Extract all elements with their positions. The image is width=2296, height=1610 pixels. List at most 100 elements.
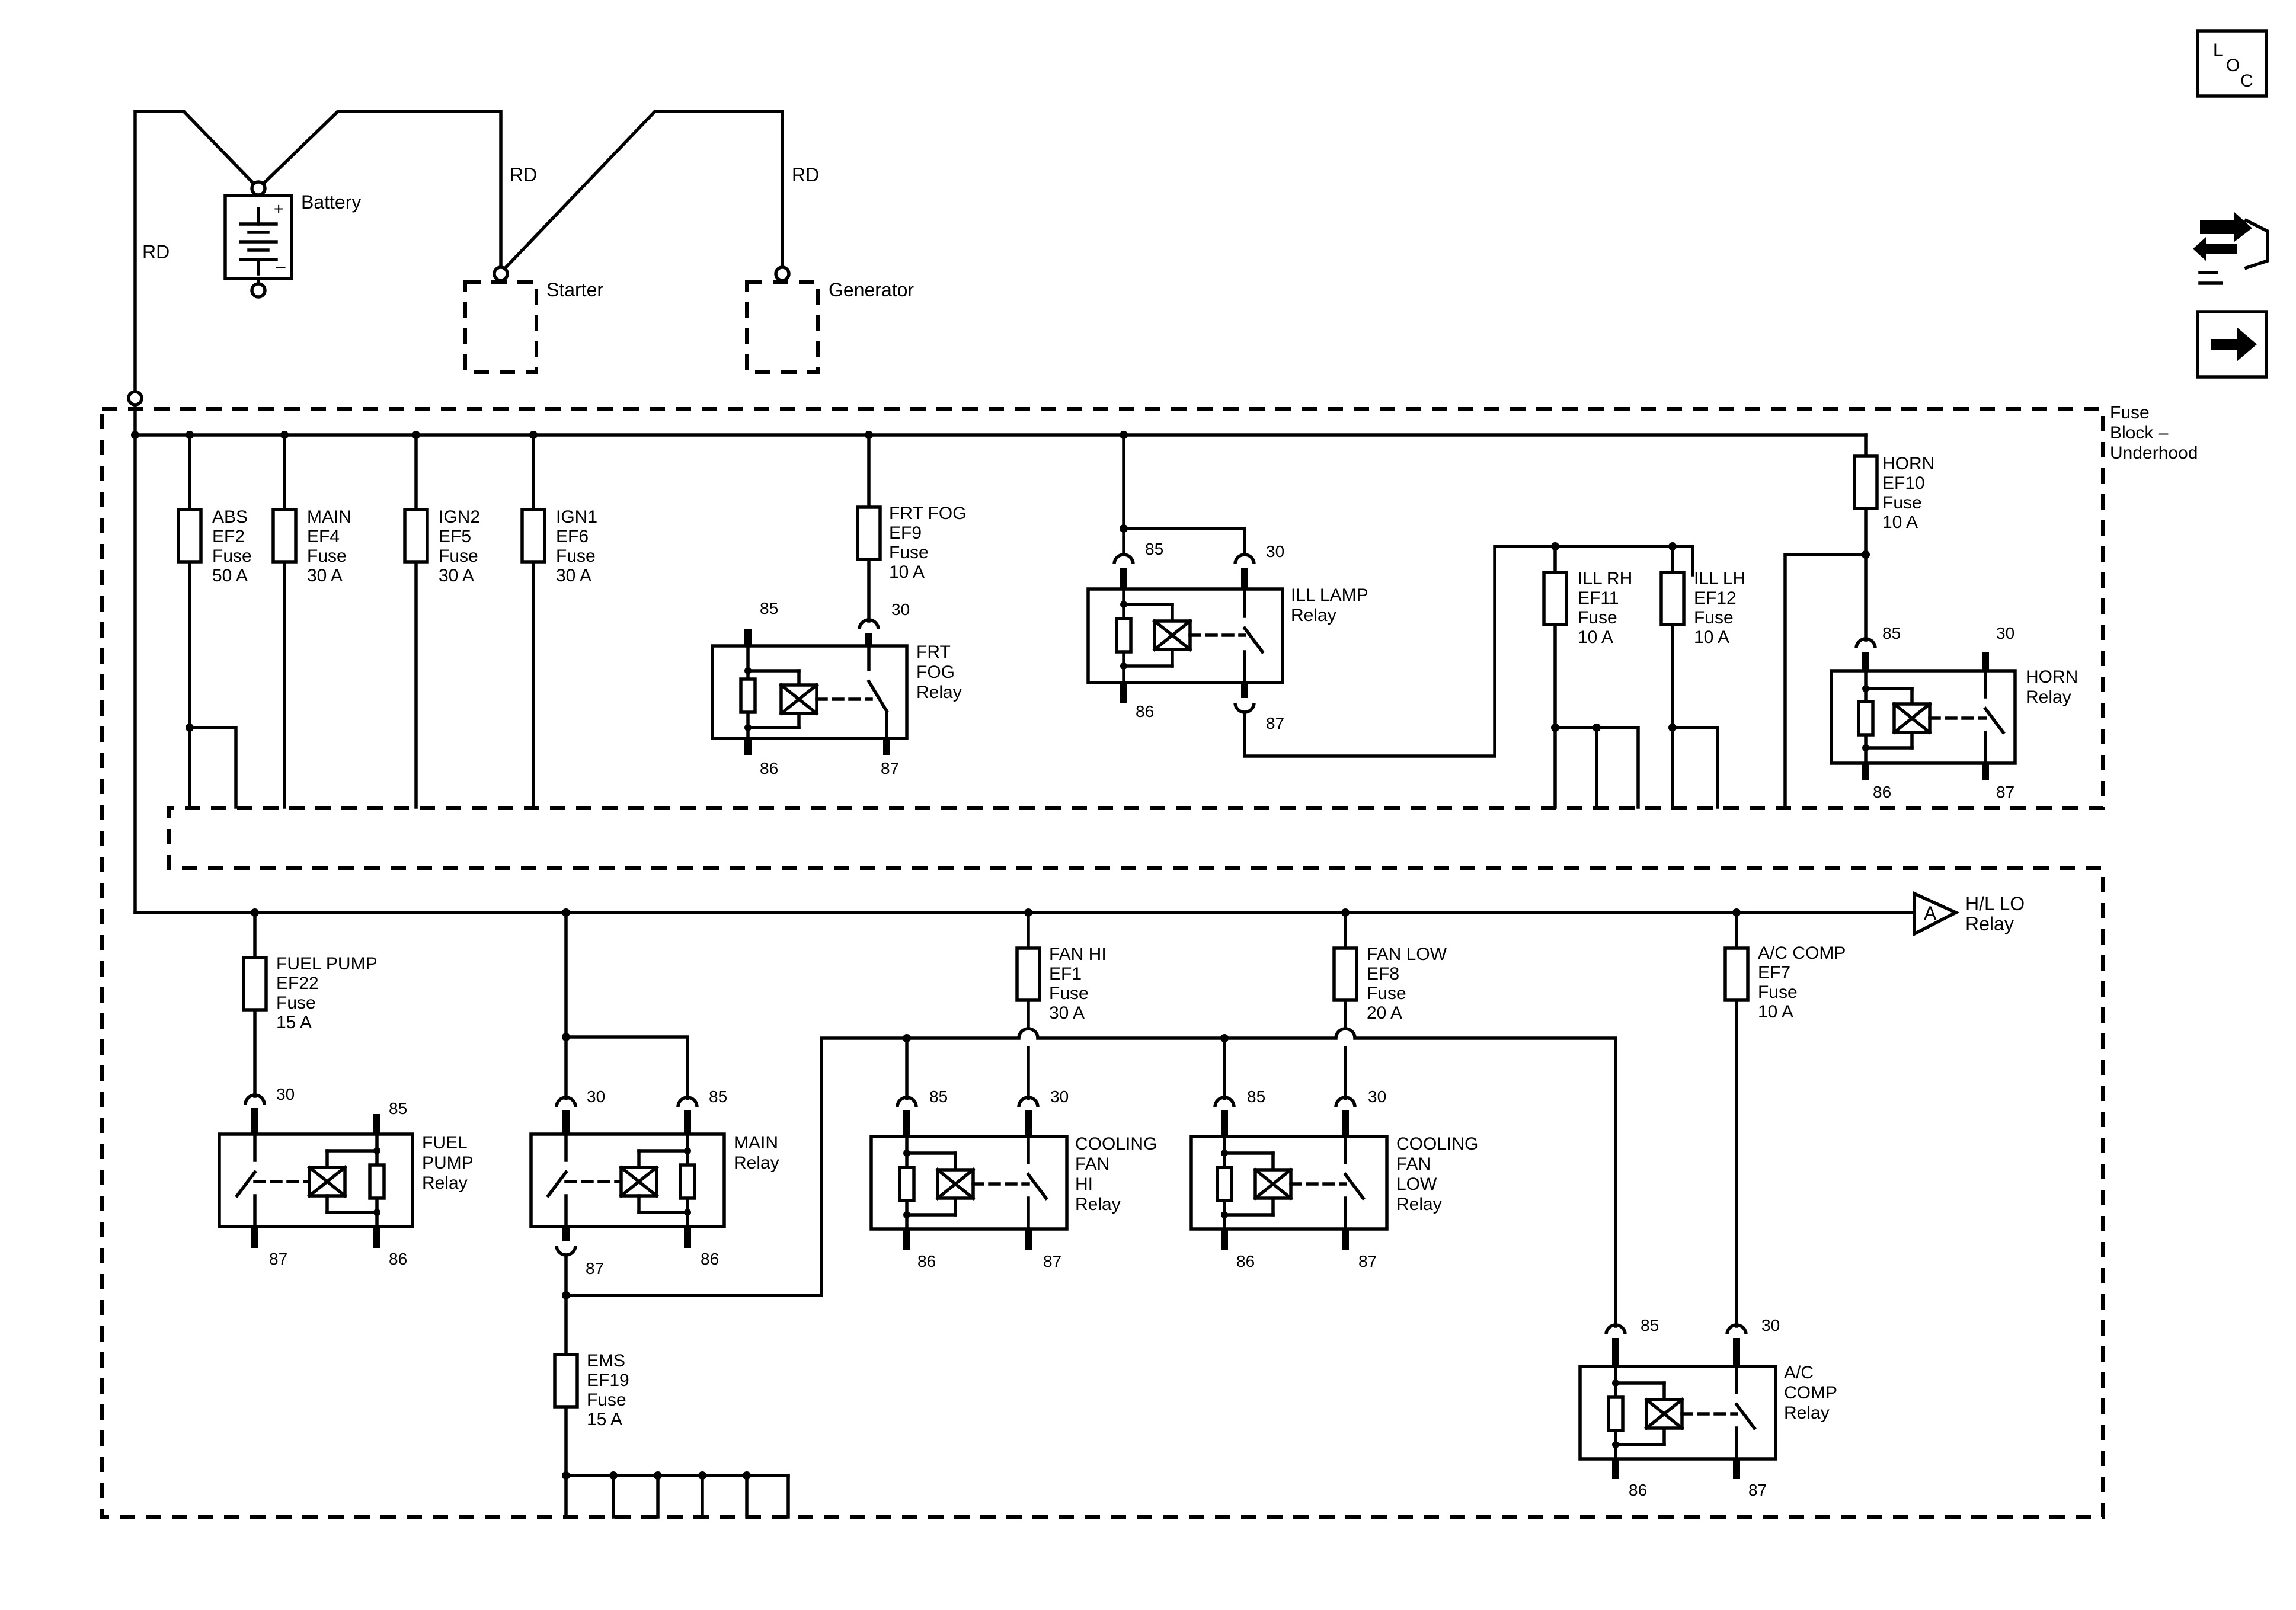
relay-horn <box>1830 637 2017 780</box>
fuse-abs-id: EF2 <box>212 527 245 546</box>
fuse-ill-lh-id: EF12 <box>1694 588 1737 608</box>
ac-comp-pin-85: 85 <box>1641 1316 1659 1334</box>
fuse-ign2-type: Fuse <box>439 546 478 566</box>
ill-lamp-pin-85: 85 <box>1145 540 1163 558</box>
loc-letter-l: L <box>2213 40 2223 60</box>
main-pin-85: 85 <box>709 1087 727 1106</box>
fuse-main-type: Fuse <box>307 546 347 566</box>
fuse-ill-rh-id: EF11 <box>1578 588 1619 608</box>
fuse-ac-comp-id: EF7 <box>1758 963 1790 982</box>
fuse-main-rating: 30 A <box>307 566 343 585</box>
next-arrow-icon[interactable] <box>2196 310 2268 379</box>
cooling-hi-pin-86: 86 <box>917 1252 936 1270</box>
fuse-fuel-pump-rating: 15 A <box>276 1013 312 1032</box>
fuse-ign2-name: IGN2 <box>439 507 480 527</box>
connector-label-2: Relay <box>1965 913 2014 934</box>
fuse-block-label-3: Underhood <box>2110 443 2198 463</box>
fuse-ems-type: Fuse <box>587 1390 626 1410</box>
horn-pin-30: 30 <box>1996 624 2014 642</box>
relay-cooling-fan-low <box>1189 1034 1389 1250</box>
fuel-pump-pin-85: 85 <box>389 1099 407 1118</box>
connector-view-icon[interactable] <box>2193 212 2269 285</box>
wire-color-starter: RD <box>510 164 537 185</box>
relay-frt-fog <box>711 618 909 755</box>
fuse-horn-name: HORN <box>1882 454 1934 473</box>
fuse-ems <box>553 1353 790 1519</box>
fuse-ill-lh <box>1659 542 1719 809</box>
fuse-fan-hi-type: Fuse <box>1049 984 1089 1003</box>
horn-pin-85: 85 <box>1882 624 1901 642</box>
fuse-frt-fog <box>856 433 882 623</box>
relay-ac-comp-label-2: COMP <box>1784 1383 1837 1403</box>
frt-fog-pin-85: 85 <box>760 599 778 617</box>
fuse-ill-lh-name: ILL LH <box>1694 569 1745 588</box>
fuse-fuel-pump-name: FUEL PUMP <box>276 954 378 974</box>
wire-color-battery: RD <box>142 241 170 263</box>
battery-feed-wires <box>133 110 784 399</box>
ill-lamp-pin-86: 86 <box>1136 702 1154 721</box>
fuse-ac-comp-type: Fuse <box>1758 982 1798 1002</box>
fuse-fan-low-type: Fuse <box>1367 984 1406 1003</box>
fuse-ill-rh <box>1542 542 1640 809</box>
main-bus-wires <box>133 404 1916 914</box>
fuse-abs <box>177 433 238 809</box>
fuse-fan-hi-name: FAN HI <box>1049 945 1107 964</box>
fuse-ign1-type: Fuse <box>556 546 596 566</box>
fuse-ign2-id: EF5 <box>439 527 471 546</box>
frt-fog-pin-87: 87 <box>881 759 899 777</box>
connector-letter: A <box>1924 902 1937 924</box>
fuse-frt-fog-name: FRT FOG <box>889 504 967 523</box>
fuse-fan-low-rating: 20 A <box>1367 1003 1402 1023</box>
relay-frt-fog-label-3: Relay <box>916 683 962 702</box>
relay-cooling-low-label-4: Relay <box>1396 1195 1442 1214</box>
ill-lamp-pin-87: 87 <box>1266 714 1284 732</box>
fuse-frt-fog-id: EF9 <box>889 523 922 543</box>
fuse-ems-rating: 15 A <box>587 1410 622 1429</box>
relay-main <box>529 911 726 1257</box>
relay-main-label-2: Relay <box>734 1153 779 1173</box>
cooling-low-pin-30: 30 <box>1368 1087 1386 1106</box>
feed-splice <box>127 390 143 406</box>
cooling-hi-pin-30: 30 <box>1050 1087 1069 1106</box>
relay-horn-label-1: HORN <box>2026 667 2078 687</box>
relay-fuel-pump <box>218 1093 414 1248</box>
loc-icon[interactable]: L O C <box>2196 29 2268 98</box>
relay-ac-comp-label-1: A/C <box>1784 1363 1814 1382</box>
fuse-ill-rh-name: ILL RH <box>1578 569 1632 588</box>
fuse-ill-rh-rating: 10 A <box>1578 628 1613 647</box>
fuse-fan-low <box>1332 911 1358 1100</box>
fuse-ign1-rating: 30 A <box>556 566 591 585</box>
cooling-hi-pin-87: 87 <box>1043 1252 1061 1270</box>
fuse-fan-hi-rating: 30 A <box>1049 1003 1085 1023</box>
fuse-horn-id: EF10 <box>1882 473 1925 493</box>
fuse-abs-name: ABS <box>212 507 248 527</box>
fuse-ign2 <box>403 433 429 809</box>
cooling-low-pin-86: 86 <box>1236 1252 1255 1270</box>
relay-fuel-pump-label-3: Relay <box>422 1173 468 1193</box>
fuse-fan-hi <box>1015 911 1041 1100</box>
relay-cooling-hi-label-1: COOLING <box>1075 1134 1157 1154</box>
wire-color-generator: RD <box>792 164 819 185</box>
fuse-abs-type: Fuse <box>212 546 252 566</box>
relay-cooling-fan-hi <box>869 1034 1069 1250</box>
fuse-ac-comp-name: A/C COMP <box>1758 943 1846 963</box>
connector-a-hl-lo: A <box>1913 891 1960 937</box>
fuse-block-label-2: Block – <box>2110 423 2169 443</box>
fuse-fan-hi-id: EF1 <box>1049 964 1082 984</box>
fuse-frt-fog-type: Fuse <box>889 543 929 562</box>
cooling-hi-pin-85: 85 <box>929 1087 948 1106</box>
main-pin-87: 87 <box>586 1259 604 1278</box>
fuse-fuel-pump-type: Fuse <box>276 993 316 1013</box>
battery-positive: + <box>274 200 283 218</box>
horn-pin-86: 86 <box>1873 783 1891 801</box>
fuse-block-outline <box>100 407 2105 1519</box>
ac-comp-pin-86: 86 <box>1629 1481 1647 1499</box>
battery-negative: – <box>276 257 286 275</box>
fuel-pump-pin-86: 86 <box>389 1250 407 1268</box>
generator-symbol <box>745 265 820 374</box>
relay-cooling-low-label-1: COOLING <box>1396 1134 1478 1154</box>
ill-lamp-pin-30: 30 <box>1266 542 1284 561</box>
fuse-ign1 <box>520 433 546 809</box>
relay-fuel-pump-label-1: FUEL <box>422 1133 468 1153</box>
